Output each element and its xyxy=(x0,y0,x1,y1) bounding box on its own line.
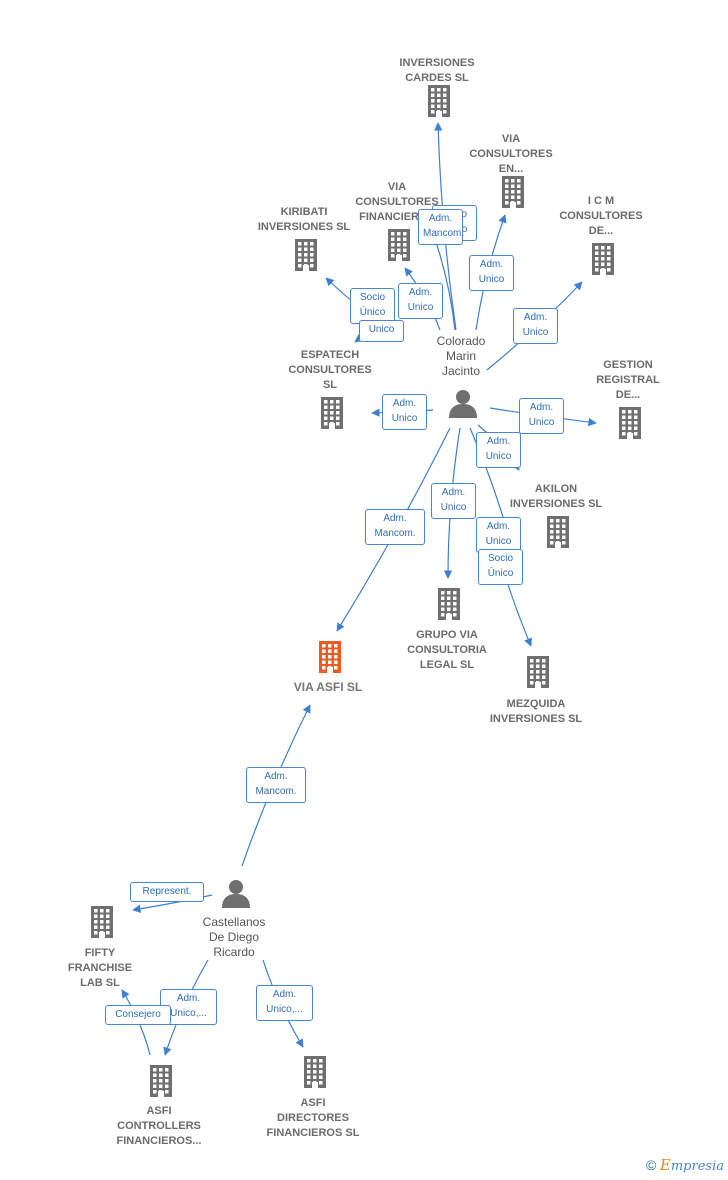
node-label-icm-consultores[interactable]: I C M CONSULTORES DE... xyxy=(559,195,643,237)
edge-label[interactable]: Socio Único xyxy=(478,549,523,585)
building-icon[interactable] xyxy=(148,1065,174,1102)
edge-castellanos-to-fifty_franchise xyxy=(132,894,213,913)
building-icon[interactable] xyxy=(302,1056,328,1093)
edge-label[interactable]: Adm. Unico xyxy=(431,483,476,519)
node-label-grupo-via[interactable]: GRUPO VIA CONSULTORIA LEGAL SL xyxy=(407,629,487,671)
building-icon[interactable] xyxy=(525,656,551,693)
node-label-akilon[interactable]: AKILON INVERSIONES SL xyxy=(509,483,603,510)
node-label-asfi-directores[interactable]: ASFI DIRECTORES FINANCIEROS SL xyxy=(266,1097,360,1139)
building-icon[interactable] xyxy=(426,85,452,122)
copyright-symbol: © xyxy=(645,1157,657,1173)
edge-label[interactable]: Adm. Mancom. xyxy=(246,767,306,803)
edge-label[interactable]: Adm. Unico xyxy=(398,283,443,319)
edge-label[interactable]: Adm. Unico xyxy=(476,432,521,468)
building-icon[interactable] xyxy=(436,588,462,625)
building-icon[interactable] xyxy=(545,516,571,553)
node-label-via-consultores-financieros[interactable]: VIA CONSULTORES FINANCIEROS xyxy=(355,181,439,223)
node-label-castellanos[interactable]: Castellanos De Diego Ricardo xyxy=(202,915,266,959)
edge-label[interactable]: Adm. Mancom. xyxy=(365,509,425,545)
node-label-via-asfi[interactable]: VIA ASFI SL xyxy=(293,680,363,694)
brand-initial: E xyxy=(659,1156,671,1174)
building-icon[interactable] xyxy=(293,239,319,276)
node-label-asfi-controllers[interactable]: ASFI CONTROLLERS FINANCIEROS... xyxy=(116,1105,202,1147)
node-label-mezquida[interactable]: MEZQUIDA INVERSIONES SL xyxy=(489,698,583,725)
edge-label[interactable]: Represent. xyxy=(130,882,204,902)
person-icon[interactable] xyxy=(448,388,478,423)
edge-label[interactable]: Consejero xyxy=(105,1005,171,1025)
building-icon[interactable] xyxy=(500,176,526,213)
node-label-kiribati[interactable]: KIRIBATI INVERSIONES SL xyxy=(257,206,351,233)
node-label-gestion-registral[interactable]: GESTION REGISTRAL DE... xyxy=(596,359,660,401)
node-label-fifty-franchise[interactable]: FIFTY FRANCHISE LAB SL xyxy=(67,947,133,989)
node-label-inversiones-cardes[interactable]: INVERSIONES CARDES SL xyxy=(399,57,475,84)
building-icon[interactable] xyxy=(89,906,115,943)
node-label-espatech[interactable]: ESPATECH CONSULTORES SL xyxy=(288,349,372,391)
edge-label[interactable]: Adm. Unico xyxy=(476,517,521,553)
brand-name: mpresia xyxy=(670,1159,724,1174)
node-label-colorado[interactable]: Colorado Marin Jacinto xyxy=(436,334,486,378)
footer-brand: © Empresia xyxy=(646,1156,724,1174)
building-icon[interactable] xyxy=(590,243,616,280)
edge-label[interactable]: Adm. Unico xyxy=(382,394,427,430)
person-icon[interactable] xyxy=(221,878,251,913)
edge-label[interactable]: Adm. Unico,... xyxy=(256,985,313,1021)
edge-label[interactable]: Adm. Unico xyxy=(519,398,564,434)
edge-label[interactable]: Unico xyxy=(359,320,404,342)
building-icon[interactable] xyxy=(386,229,412,266)
building-icon[interactable] xyxy=(317,641,343,678)
edge-label[interactable]: Adm. Unico xyxy=(469,255,514,291)
edge-label[interactable]: Socio Único xyxy=(350,288,395,324)
edge-label[interactable]: Adm. Mancom. xyxy=(418,209,464,245)
building-icon[interactable] xyxy=(319,397,345,434)
node-label-via-consultores-en[interactable]: VIA CONSULTORES EN... xyxy=(469,133,553,175)
edge-label[interactable]: Adm. Unico xyxy=(513,308,558,344)
building-icon[interactable] xyxy=(617,407,643,444)
